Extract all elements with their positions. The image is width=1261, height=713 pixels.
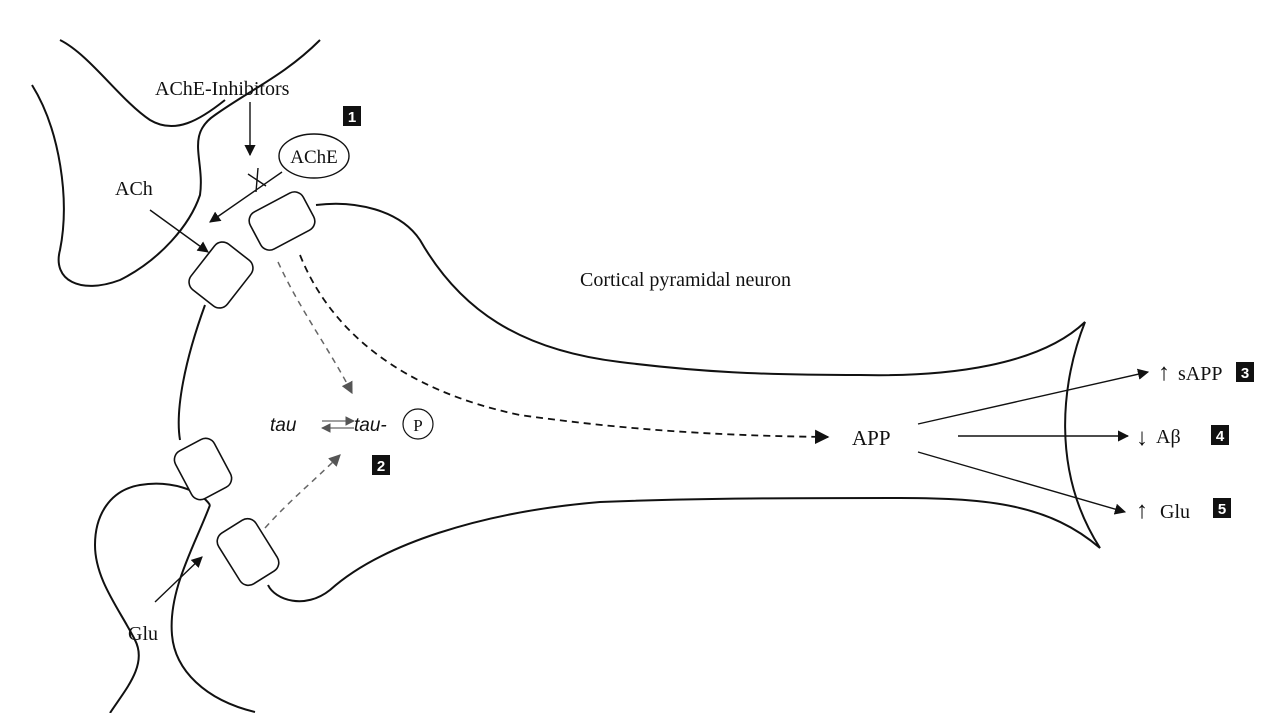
tau-p-label: tau- [354,415,387,436]
dash-from-glu-receptor [265,455,340,528]
arrow-to-sapp [918,372,1148,424]
svg-text:2: 2 [377,458,385,475]
badge-5: 5 [1213,498,1231,518]
glu-left-label: Glu [128,623,158,645]
dash-to-tau [278,262,352,393]
receptor-2 [185,238,257,312]
neuron-body-left-edge [179,305,205,440]
glu-right-label: Glu [1160,501,1190,523]
neuron-body [268,204,1100,601]
badge-4: 4 [1211,425,1229,445]
up-arrow-sapp: ↑ [1158,360,1170,386]
receptor-1 [246,188,319,253]
svg-text:4: 4 [1216,428,1225,445]
phospho-label: P [413,416,422,435]
receptor-4 [213,515,282,589]
badge-3: 3 [1236,362,1254,382]
tau-label: tau [270,415,297,436]
up-arrow-glu: ↑ [1136,498,1148,524]
svg-text:5: 5 [1218,501,1226,518]
neuron-label: Cortical pyramidal neuron [580,269,791,291]
down-arrow-abeta: ↓ [1136,425,1148,451]
svg-text:3: 3 [1241,365,1249,382]
badge-2: 2 [372,455,390,475]
receptor-3 [171,435,235,503]
presynaptic-terminal-upper [32,40,320,286]
ache-inhibitors-label: AChE-Inhibitors [155,78,290,100]
ach-label: ACh [115,178,153,200]
svg-text:1: 1 [348,109,356,126]
ach-arrow [150,210,208,252]
glu-arrow [155,557,202,602]
ache-label: AChE [290,147,338,168]
sapp-label: sAPP [1178,363,1222,385]
badge-1: 1 [343,106,361,126]
app-label: APP [852,426,891,450]
abeta-label: Aβ [1156,426,1181,448]
arrow-to-glu [918,452,1125,512]
